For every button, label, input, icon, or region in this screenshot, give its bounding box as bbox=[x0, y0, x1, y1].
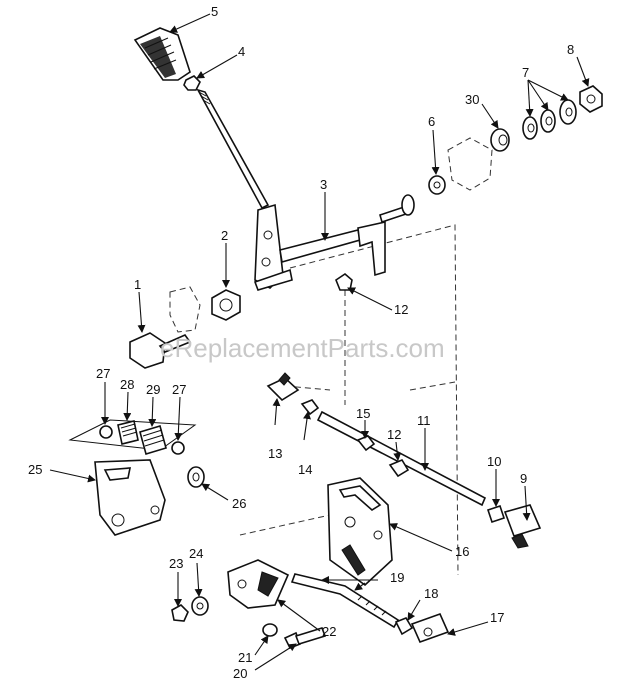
detent-assembly bbox=[68, 419, 197, 456]
callout-12-upper: 12 bbox=[394, 302, 408, 317]
callout-6: 6 bbox=[428, 114, 435, 129]
pivot-bolt-part bbox=[129, 332, 192, 369]
mounting-plate-outline bbox=[447, 137, 493, 191]
callout-12-lower: 12 bbox=[387, 427, 401, 442]
callout-5: 5 bbox=[211, 4, 218, 19]
callout-16: 16 bbox=[455, 544, 469, 559]
callout-25: 25 bbox=[28, 462, 42, 477]
swivel-part bbox=[266, 372, 320, 416]
callout-4: 4 bbox=[238, 44, 245, 59]
callout-24: 24 bbox=[189, 546, 203, 561]
callout-9: 9 bbox=[520, 471, 527, 486]
callout-21: 21 bbox=[238, 650, 252, 665]
pivot-bracket-part bbox=[227, 559, 290, 609]
callout-2: 2 bbox=[221, 228, 228, 243]
callout-8: 8 bbox=[567, 42, 574, 57]
detent-plate-part bbox=[94, 459, 166, 536]
callout-leaders bbox=[49, 13, 590, 671]
plate-washer-part bbox=[187, 466, 205, 488]
shaft-washer-part bbox=[401, 175, 446, 216]
callout-29: 29 bbox=[146, 382, 160, 397]
handle-grip-part bbox=[133, 27, 191, 81]
callout-3: 3 bbox=[320, 177, 327, 192]
callout-17: 17 bbox=[490, 610, 504, 625]
callout-14: 14 bbox=[298, 462, 312, 477]
washer-set-part bbox=[522, 99, 577, 140]
shift-plate-part bbox=[327, 477, 393, 587]
hex-nut-part bbox=[579, 85, 603, 113]
callout-11: 11 bbox=[417, 413, 431, 428]
callout-27-right: 27 bbox=[172, 382, 186, 397]
callout-13: 13 bbox=[268, 446, 282, 461]
callout-22: 22 bbox=[322, 624, 336, 639]
lever-nut-part bbox=[183, 75, 201, 91]
callout-15: 15 bbox=[356, 406, 370, 421]
callout-labels: 5 4 3 2 1 6 30 7 8 12 13 14 15 12 11 10 … bbox=[28, 4, 574, 681]
control-link-part bbox=[290, 573, 400, 629]
callout-20: 20 bbox=[233, 666, 247, 681]
ball-joint-part bbox=[394, 612, 450, 644]
shift-rod-part bbox=[316, 410, 487, 507]
callout-26: 26 bbox=[232, 496, 246, 511]
callout-18: 18 bbox=[424, 586, 438, 601]
callout-7: 7 bbox=[522, 65, 529, 80]
dashed-guide-lines bbox=[239, 224, 459, 576]
spacer-part bbox=[490, 128, 510, 152]
callout-27-left: 27 bbox=[96, 366, 110, 381]
callout-23: 23 bbox=[169, 556, 183, 571]
large-nut-part bbox=[169, 286, 241, 333]
rod-end-part bbox=[486, 504, 542, 549]
washer-nut-part bbox=[171, 596, 209, 622]
upper-nut-part bbox=[335, 272, 353, 291]
callout-19: 19 bbox=[390, 570, 404, 585]
watermark-text: eReplacementParts.com bbox=[160, 333, 445, 363]
callout-28: 28 bbox=[120, 377, 134, 392]
callout-1: 1 bbox=[134, 277, 141, 292]
callout-10: 10 bbox=[487, 454, 501, 469]
callout-30: 30 bbox=[465, 92, 479, 107]
shift-lever-rod bbox=[196, 88, 284, 289]
